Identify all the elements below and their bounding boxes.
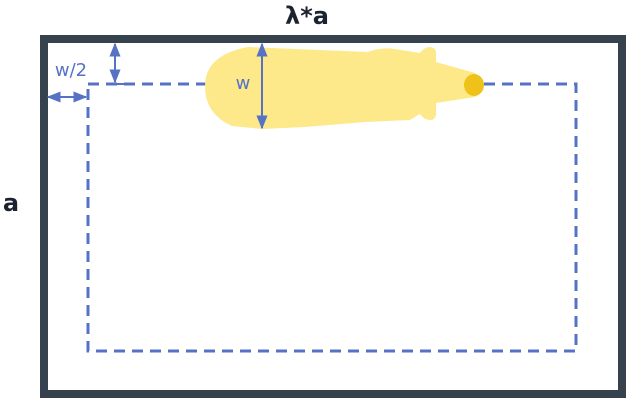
top-dimension-label: λ*a — [285, 2, 329, 30]
half-width-label: w/2 — [55, 60, 87, 81]
outer-boundary — [40, 35, 626, 398]
left-dimension-label: a — [3, 189, 19, 217]
vehicle-nose — [464, 74, 484, 96]
vehicle — [205, 47, 484, 129]
vehicle-body — [205, 47, 483, 129]
vehicle-width-label: w — [236, 73, 251, 94]
